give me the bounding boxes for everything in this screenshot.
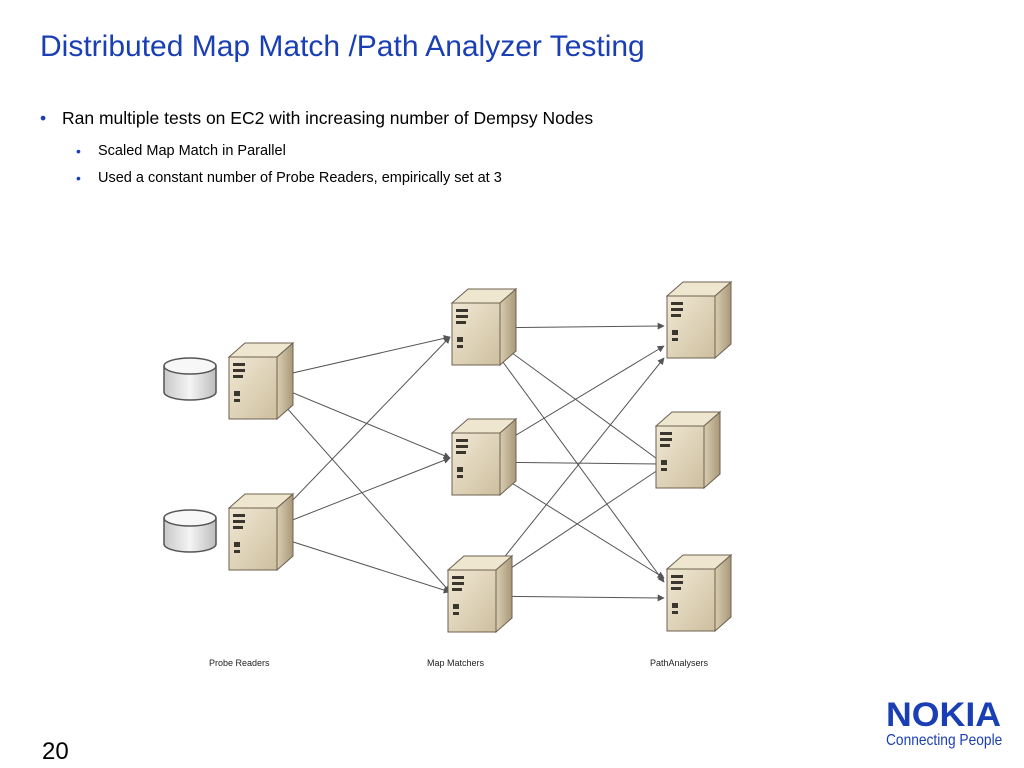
bullet-list: • Ran multiple tests on EC2 with increas… [40, 108, 593, 197]
bullet-sub-2: • Used a constant number of Probe Reader… [76, 170, 593, 186]
bullet-main-text: Ran multiple tests on EC2 with increasin… [62, 108, 594, 128]
map-matcher-server-icon [451, 288, 517, 366]
connector-line [477, 357, 665, 591]
map-matcher-server-icon [451, 418, 517, 496]
page-number: 20 [42, 738, 69, 765]
probe-reader-server-icon [228, 493, 294, 571]
label-map-matchers: Map Matchers [427, 658, 485, 668]
connector-line [477, 327, 665, 583]
path-analyser-server-icon [655, 411, 721, 489]
bullet-sub-1-text: Scaled Map Match in Parallel [98, 143, 286, 159]
map-matcher-server-icon [447, 555, 513, 633]
bullet-dot: • [76, 143, 81, 159]
database-icon [163, 509, 217, 553]
probe-reader-server-icon [228, 342, 294, 420]
path-analyser-server-icon [666, 554, 732, 632]
logo-tagline: Connecting People [886, 732, 1003, 749]
path-analyser-server-icon [666, 281, 732, 359]
bullet-dot: • [40, 108, 47, 128]
bullet-main: • Ran multiple tests on EC2 with increas… [40, 108, 593, 129]
connector-line [261, 379, 451, 593]
bullet-sub-1: • Scaled Map Match in Parallel [76, 143, 593, 159]
database-icon [163, 357, 217, 401]
label-probe-readers: Probe Readers [209, 658, 270, 668]
nokia-logo: NOKIA Connecting People [886, 696, 1021, 750]
label-path-analysers: PathAnalysers [650, 658, 709, 668]
bullet-dot: • [76, 170, 81, 186]
slide-title: Distributed Map Match /Path Analyzer Tes… [40, 30, 645, 63]
logo-wordmark: NOKIA [886, 696, 1002, 734]
bullet-sub-2-text: Used a constant number of Probe Readers,… [98, 170, 502, 186]
